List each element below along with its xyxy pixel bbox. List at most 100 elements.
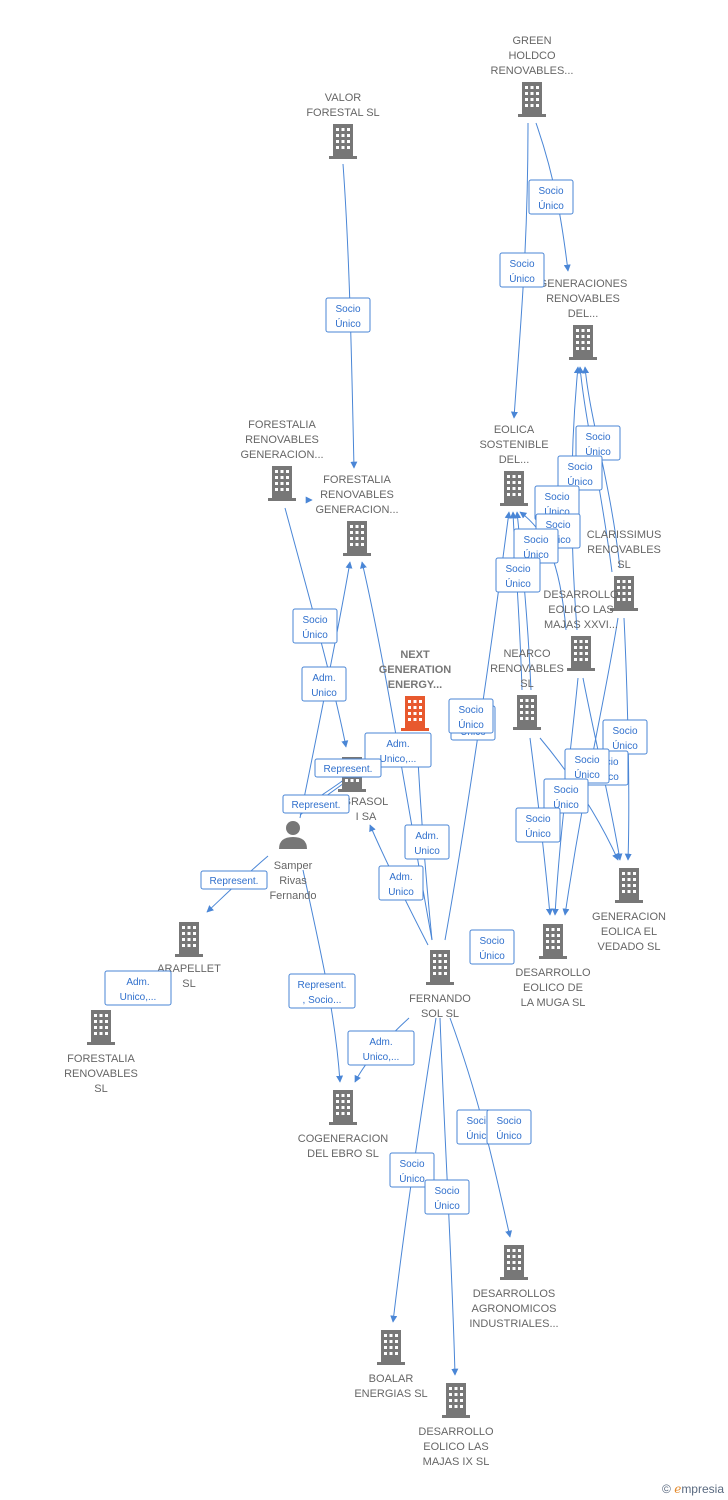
relation-text: Socio	[434, 1186, 459, 1197]
relation-text: Adm.	[386, 739, 409, 750]
empresia-credit[interactable]: © empresia	[662, 1482, 724, 1496]
relation-label-r28[interactable]: Represent., Socio...	[288, 973, 356, 1009]
relation-labels-layer: SocioÚnicoSocioÚnicoSocioÚnicoSocioÚnico…	[104, 179, 648, 1215]
node-eolica[interactable]: EOLICASOSTENIBLEDEL...	[479, 424, 549, 506]
node-label: NEARCO	[503, 648, 551, 660]
node-label: SOL SL	[421, 1008, 459, 1020]
building-icon	[377, 1330, 405, 1365]
relation-text: Único	[574, 768, 600, 781]
relation-text: Único	[434, 1199, 460, 1212]
node-label: NEXT	[400, 649, 430, 661]
node-forest_a[interactable]: FORESTALIARENOVABLESGENERACION...	[240, 419, 324, 501]
node-label: LA MUGA SL	[521, 997, 586, 1009]
building-icon	[615, 868, 643, 903]
node-next[interactable]: NEXT GENERATION ENERGY...	[379, 649, 452, 731]
relation-text: Represent.	[210, 876, 259, 887]
node-label: SL	[182, 978, 195, 990]
relation-text: Único	[479, 949, 505, 962]
node-label: DESARROLLO	[543, 589, 619, 601]
node-gen_ren[interactable]: GENERACIONESRENOVABLESDEL...	[539, 278, 628, 360]
node-forest_b[interactable]: FORESTALIARENOVABLESGENERACION...	[315, 474, 399, 556]
building-icon	[329, 1090, 357, 1125]
node-label: DESARROLLO	[418, 1426, 494, 1438]
empresia-logo-initial: e	[674, 1482, 682, 1496]
node-label: ENERGY...	[388, 679, 442, 691]
node-label: INDUSTRIALES...	[469, 1318, 558, 1330]
relation-label-r27[interactable]: Adm.Unico,...	[104, 970, 172, 1006]
relation-text: Único	[509, 272, 535, 285]
node-label: HOLDCO	[508, 50, 556, 62]
relation-text: Adm.	[369, 1037, 392, 1048]
node-label: RENOVABLES	[245, 434, 319, 446]
relation-text: Socio	[505, 564, 530, 575]
relation-text: Socio	[496, 1116, 521, 1127]
relation-text: Unico,...	[363, 1052, 400, 1063]
relation-label-r13[interactable]: Adm.Unico,...	[364, 732, 432, 768]
relation-text: Socio	[544, 492, 569, 503]
node-label: GENERATION	[379, 664, 452, 676]
building-icon	[518, 82, 546, 117]
relation-text: Único	[525, 827, 551, 840]
relation-label-r24[interactable]: Represent.	[200, 870, 268, 890]
building-icon	[268, 466, 296, 501]
node-label: FORESTALIA	[67, 1053, 135, 1065]
relation-label-r12[interactable]: Adm.Unico	[301, 666, 347, 702]
node-label: I SA	[356, 811, 377, 823]
relation-label-r25[interactable]: Adm.Unico	[378, 865, 424, 901]
relation-text: Socio	[574, 755, 599, 766]
empresia-logo-text: mpresia	[681, 1482, 724, 1496]
relation-label-r15[interactable]: Represent.	[282, 794, 350, 814]
node-agro[interactable]: DESARROLLOSAGRONOMICOSINDUSTRIALES...	[469, 1245, 559, 1330]
node-label: EOLICO DE	[523, 982, 583, 994]
relation-text: Unico	[388, 887, 414, 898]
relation-label-r14[interactable]: Represent.	[314, 758, 382, 778]
node-label: CLARISSIMUS	[587, 529, 662, 541]
node-label: FORESTALIA	[323, 474, 391, 486]
node-green[interactable]: GREENHOLDCORENOVABLES...	[491, 35, 574, 117]
person-icon	[279, 821, 307, 849]
relation-text: Socio	[458, 705, 483, 716]
relation-label-r29[interactable]: Adm. Unico,...	[347, 1030, 415, 1066]
relation-label-r23[interactable]: Adm.Unico	[404, 824, 450, 860]
node-label: Fernando	[269, 890, 316, 902]
node-label: AGRONOMICOS	[472, 1303, 557, 1315]
node-label: ENERGIAS SL	[354, 1388, 427, 1400]
relation-text: Único	[612, 739, 638, 752]
building-icon	[500, 1245, 528, 1280]
building-icon	[426, 950, 454, 985]
relation-text: Socio	[523, 535, 548, 546]
node-label: GENERACIONES	[539, 278, 628, 290]
node-label: DEL...	[568, 308, 599, 320]
